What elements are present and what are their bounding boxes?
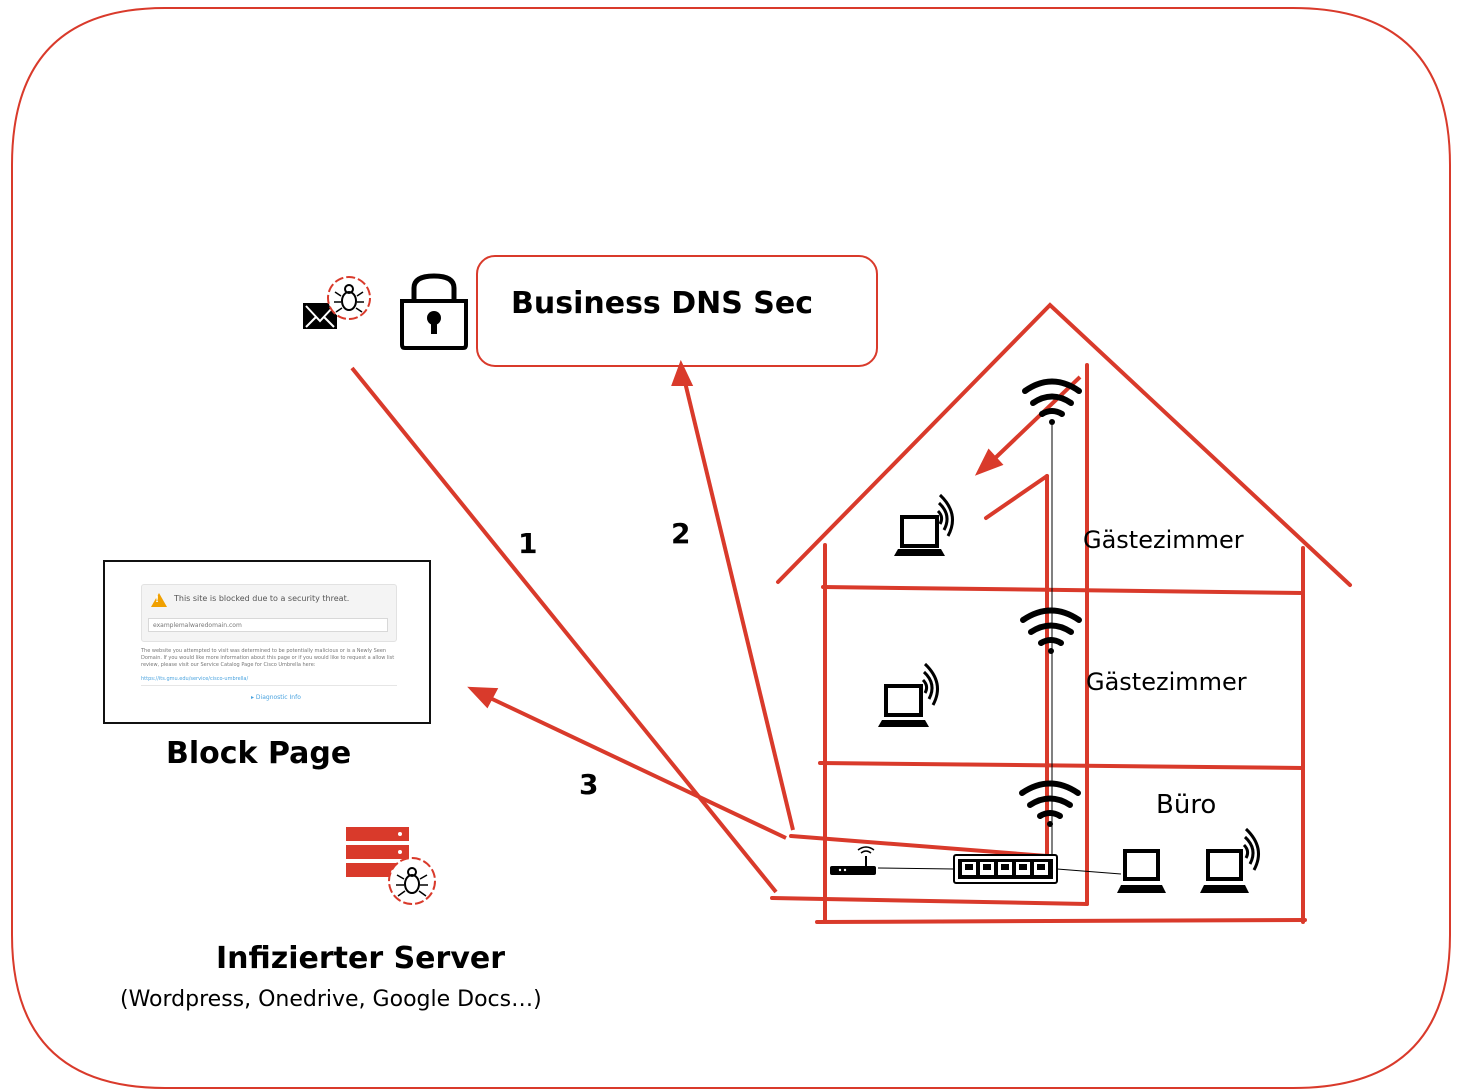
laptop-icon — [894, 493, 954, 556]
block-page-link: https://its.gmu.edu/service/cisco-umbrel… — [141, 676, 249, 682]
wifi-icon — [1022, 378, 1082, 417]
router-icon — [830, 846, 876, 875]
step-label-2: 2 — [671, 517, 691, 550]
diagnostic-info-link: ▸ Diagnostic Info — [251, 694, 301, 701]
mail-threat-icon — [303, 276, 371, 329]
network-cables — [877, 424, 1122, 875]
step-label-1: 1 — [518, 527, 538, 560]
room-label-middle: Gästezimmer — [1086, 668, 1247, 696]
switch-icon — [953, 854, 1058, 884]
arrow-1 — [350, 366, 778, 894]
laptop-icon — [1117, 849, 1166, 893]
arrow-2 — [682, 377, 795, 831]
house — [770, 302, 1352, 924]
block-page-screenshot: ! This site is blocked due to a security… — [103, 560, 431, 724]
wifi-icon — [1019, 780, 1081, 819]
server-subtitle: (Wordpress, Onedrive, Google Docs…) — [120, 987, 542, 1012]
arrow-3 — [487, 695, 787, 840]
server-threat-icon — [346, 827, 436, 905]
dns-box-label: Business DNS Sec — [511, 286, 814, 321]
arrows — [350, 359, 1082, 894]
step-label-3: 3 — [579, 768, 599, 801]
arrow-4 — [988, 375, 1082, 465]
wifi-icon — [1020, 607, 1082, 646]
room-label-top: Gästezimmer — [1083, 526, 1244, 554]
room-label-bottom: Büro — [1156, 790, 1217, 820]
server-title: Infizierter Server — [216, 941, 506, 976]
laptop-icon — [878, 662, 939, 727]
divider — [141, 685, 397, 686]
block-page-card: ! This site is blocked due to a security… — [141, 584, 397, 642]
dns-box — [476, 255, 878, 367]
warning-icon — [151, 593, 167, 607]
outer-frame — [11, 7, 1451, 1089]
padlock-icon — [400, 273, 468, 350]
block-page-domain: examplemalwaredomain.com — [148, 618, 388, 632]
laptop-icon — [1200, 827, 1260, 893]
block-page-body: The website you attempted to visit was d… — [141, 648, 395, 668]
block-page-label: Block Page — [166, 736, 352, 771]
block-page-headline: This site is blocked due to a security t… — [174, 594, 350, 603]
